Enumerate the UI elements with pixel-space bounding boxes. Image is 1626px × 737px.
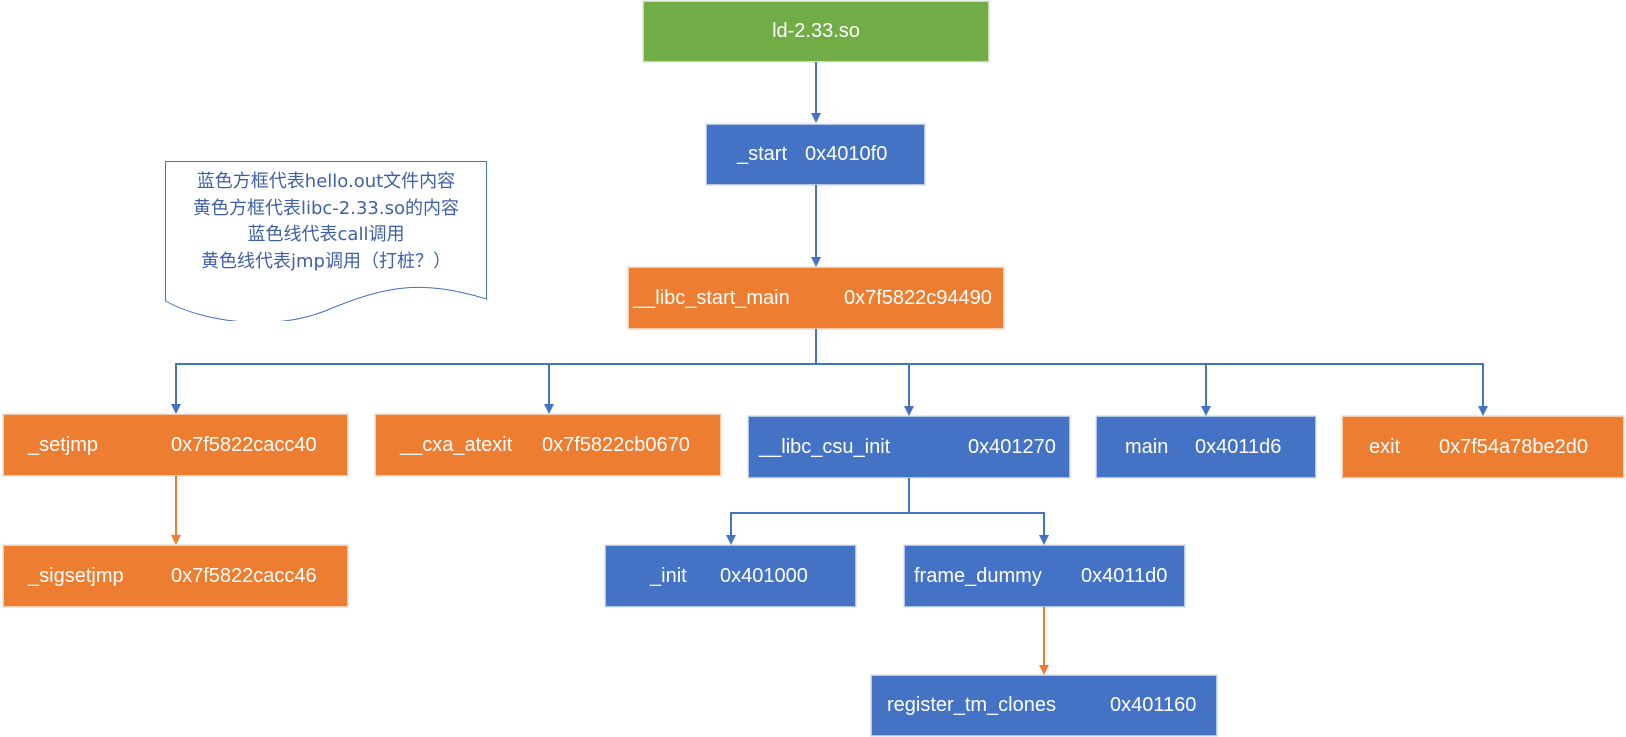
node-start-addr: 0x4010f0 xyxy=(805,143,888,165)
node-cxa-atexit-addr: 0x7f5822cb0670 xyxy=(542,433,690,456)
document-shape xyxy=(165,161,487,321)
node-register-tm-clones-addr: 0x401160 xyxy=(1110,694,1197,716)
node-libc-csu-init-name: __libc_csu_init xyxy=(759,435,891,458)
node-register-tm-clones: register_tm_clones 0x401160 xyxy=(870,674,1218,737)
node-cxa-atexit-name: __cxa_atexit xyxy=(400,433,513,456)
legend-line-4: 黄色线代表jmp调用（打桩？） xyxy=(201,250,451,272)
edge-libc-csu-init-to-frame-dummy xyxy=(909,512,1049,545)
node-ld-label: ld-2.33.so xyxy=(772,20,860,42)
edge-libc-start-main-to-main xyxy=(816,363,1211,416)
legend-line-3: 蓝色线代表call调用 xyxy=(247,224,405,245)
node-frame-dummy: frame_dummy 0x4011d0 xyxy=(903,544,1186,608)
node-init-name: _init xyxy=(650,564,687,587)
legend-line-2: 黄色方框代表libc-2.33.so的内容 xyxy=(192,197,459,219)
edge-libc-csu-init-to-init xyxy=(726,478,910,545)
edge-libc-start-main-to-setjmp xyxy=(171,329,817,414)
node-exit-addr: 0x7f54a78be2d0 xyxy=(1439,435,1589,458)
node-libc-csu-init-addr: 0x401270 xyxy=(968,435,1056,458)
legend-line-1: 蓝色方框代表hello.out文件内容 xyxy=(196,171,456,192)
node-ld: ld-2.33.so xyxy=(642,0,990,63)
edge-libc-start-main-to-exit xyxy=(816,363,1488,416)
node-start-name: _start xyxy=(737,143,788,165)
node-libc-csu-init: __libc_csu_init 0x401270 xyxy=(747,415,1071,479)
node-sigsetjmp-name: _sigsetjmp xyxy=(28,564,124,587)
node-setjmp-addr: 0x7f5822cacc40 xyxy=(171,433,317,456)
node-setjmp: _setjmp 0x7f5822cacc40 xyxy=(2,413,349,477)
legend-note: 蓝色方框代表hello.out文件内容 黄色方框代表libc-2.33.so的内… xyxy=(165,161,487,321)
node-libc-start-main-addr: 0x7f5822c94490 xyxy=(844,286,992,309)
node-start: _start 0x4010f0 xyxy=(705,123,926,186)
node-init: _init 0x401000 xyxy=(604,544,857,608)
node-libc-start-main: __libc_start_main 0x7f5822c94490 xyxy=(627,266,1005,330)
node-sigsetjmp: _sigsetjmp 0x7f5822cacc46 xyxy=(2,544,349,608)
node-init-addr: 0x401000 xyxy=(720,564,808,587)
node-exit-name: exit xyxy=(1369,435,1401,458)
node-main-name: main xyxy=(1125,435,1169,458)
node-exit: exit 0x7f54a78be2d0 xyxy=(1341,415,1625,479)
node-frame-dummy-addr: 0x4011d0 xyxy=(1081,564,1168,587)
node-frame-dummy-name: frame_dummy xyxy=(914,564,1042,587)
node-cxa-atexit: __cxa_atexit 0x7f5822cb0670 xyxy=(374,413,722,477)
node-main-addr: 0x4011d6 xyxy=(1195,435,1282,458)
node-register-tm-clones-name: register_tm_clones xyxy=(887,694,1056,716)
edge-libc-start-main-to-libc-csu-init xyxy=(816,363,914,416)
node-main: main 0x4011d6 xyxy=(1095,415,1317,479)
node-sigsetjmp-addr: 0x7f5822cacc46 xyxy=(171,564,317,587)
node-setjmp-name: _setjmp xyxy=(28,433,99,456)
edge-libc-start-main-to-cxa-atexit xyxy=(544,363,816,414)
node-libc-start-main-name: __libc_start_main xyxy=(633,286,790,309)
